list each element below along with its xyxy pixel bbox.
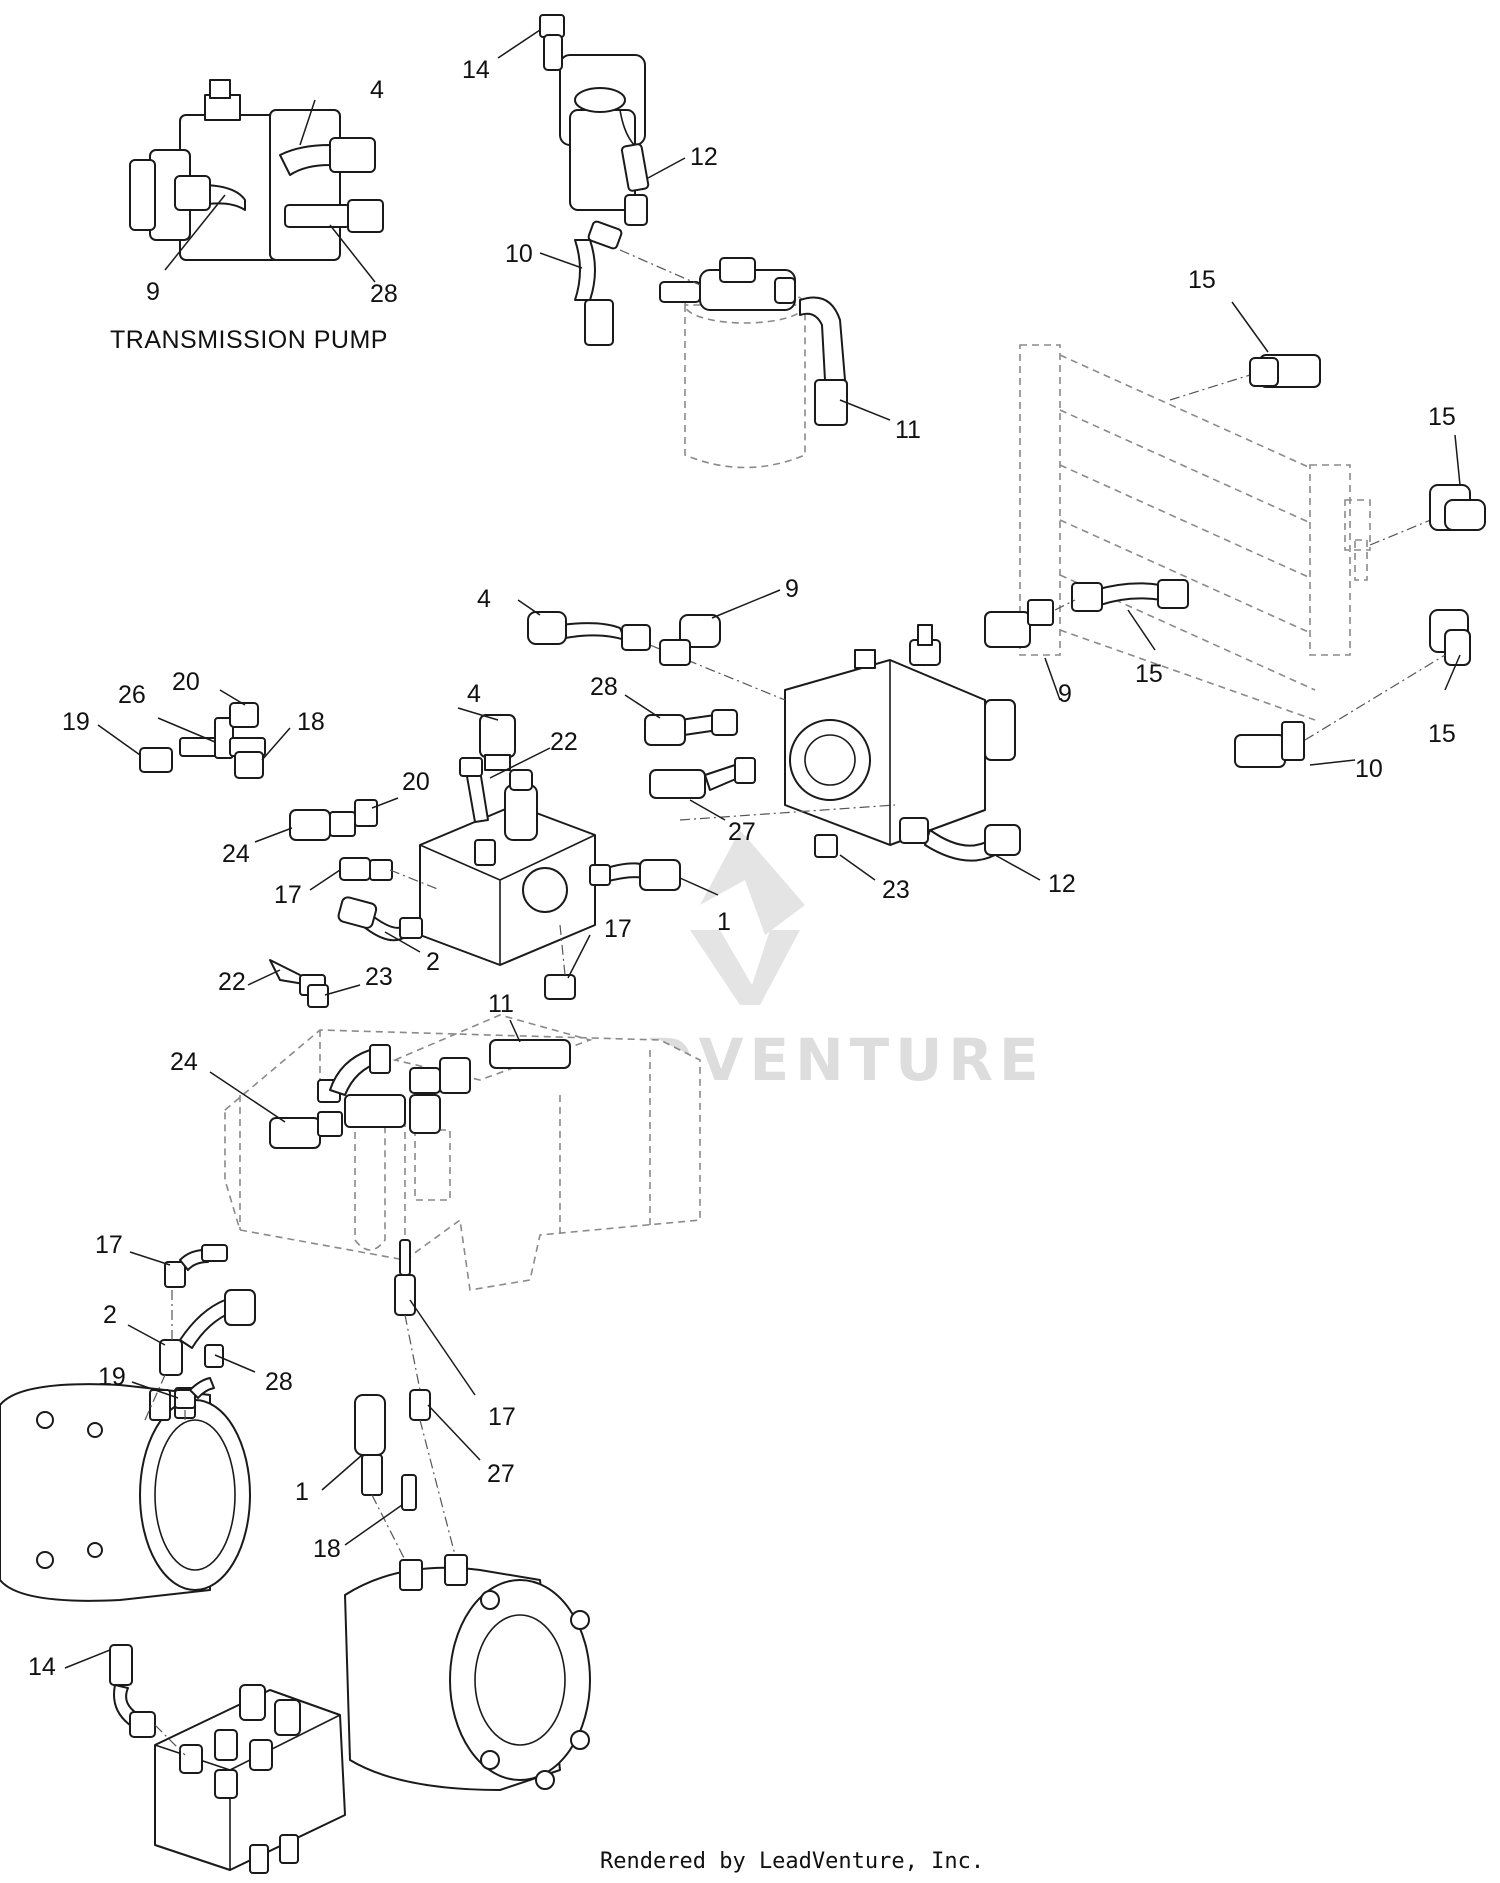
callout-label: 18 xyxy=(313,1535,341,1563)
callout-label: 24 xyxy=(170,1048,198,1076)
callout-label: 10 xyxy=(505,240,533,268)
callout-label: 15 xyxy=(1428,720,1456,748)
callout-label: 17 xyxy=(95,1231,123,1259)
callout-label: 4 xyxy=(467,680,481,708)
callout-label: 2 xyxy=(426,948,440,976)
hydraulic-filter xyxy=(539,220,891,469)
callout-label: 27 xyxy=(487,1460,515,1488)
callout-label: 26 xyxy=(118,681,146,709)
callout-label: 28 xyxy=(590,673,618,701)
callout-label: 28 xyxy=(265,1368,293,1396)
callout-label: 18 xyxy=(297,708,325,736)
callout-label: 15 xyxy=(1428,403,1456,431)
callout-label: 24 xyxy=(222,840,250,868)
callout-label: 1 xyxy=(295,1478,309,1506)
callout-label: 10 xyxy=(1355,755,1383,783)
valve-block xyxy=(247,707,719,1008)
callout-label: 22 xyxy=(550,728,578,756)
callout-label: 23 xyxy=(882,876,910,904)
callout-label: 14 xyxy=(462,56,490,84)
callout-label: 28 xyxy=(370,280,398,308)
left-wheel-motor xyxy=(0,1244,256,1602)
callout-label: 17 xyxy=(604,915,632,943)
cooler-hoses xyxy=(984,579,1471,768)
callout-label: 20 xyxy=(402,768,430,796)
hydraulic-tank xyxy=(209,1014,701,1291)
callout-label: 15 xyxy=(1135,660,1163,688)
callout-label: 11 xyxy=(488,990,514,1018)
callout-label: 12 xyxy=(1048,870,1076,898)
right-wheel-motor xyxy=(321,1239,591,1791)
main-pump xyxy=(517,589,1041,881)
transmission-pump-inset xyxy=(129,79,384,283)
filter-head-assembly xyxy=(497,14,686,226)
oil-cooler xyxy=(1019,301,1486,721)
callout-label: 11 xyxy=(895,416,921,444)
flame-logo-icon xyxy=(700,830,805,935)
callout-label: 4 xyxy=(370,76,384,104)
callout-label: 12 xyxy=(690,143,718,171)
callout-label: 14 xyxy=(28,1653,56,1681)
control-valve xyxy=(64,1644,346,1874)
callout-label: 4 xyxy=(477,585,491,613)
callout-label: 20 xyxy=(172,668,200,696)
pump-caption: TRANSMISSION PUMP xyxy=(110,326,388,354)
callout-label: 19 xyxy=(62,708,90,736)
callout-label: 17 xyxy=(274,881,302,909)
callout-label: 17 xyxy=(488,1403,516,1431)
footer-credit: Rendered by LeadVenture, Inc. xyxy=(600,1849,984,1874)
callout-label: 1 xyxy=(717,908,731,936)
callout-label: 9 xyxy=(1058,680,1072,708)
v-logo-icon xyxy=(690,930,800,1005)
callout-label: 2 xyxy=(103,1301,117,1329)
callout-label: 9 xyxy=(785,575,799,603)
tee-fitting-group xyxy=(97,689,291,779)
callout-label: 23 xyxy=(365,963,393,991)
callout-label: 22 xyxy=(218,968,246,996)
callout-label: 27 xyxy=(728,818,756,846)
callout-label: 19 xyxy=(98,1363,126,1391)
callout-label: 15 xyxy=(1188,266,1216,294)
callout-label: 9 xyxy=(146,278,160,306)
